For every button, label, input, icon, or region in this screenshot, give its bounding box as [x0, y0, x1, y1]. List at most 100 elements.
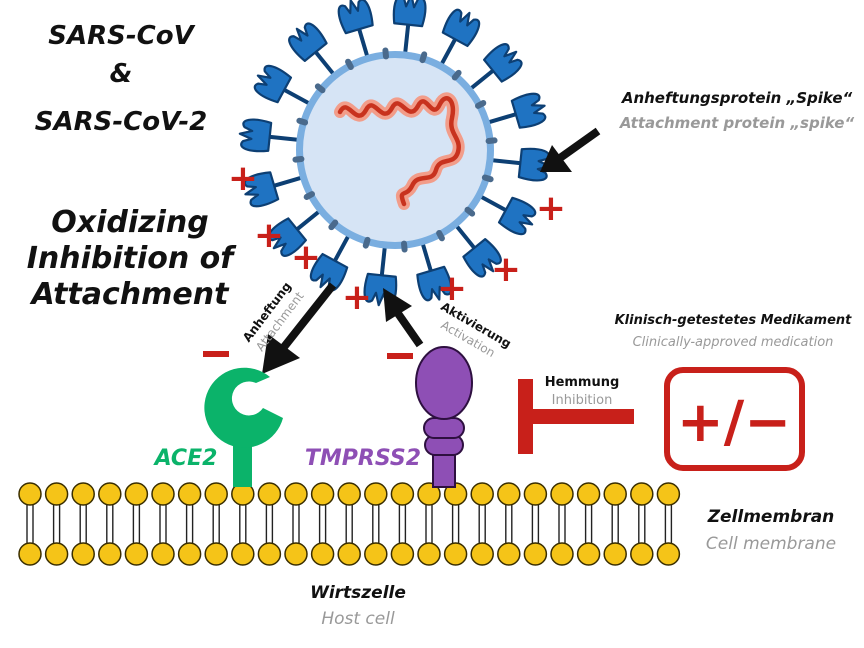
tmprss2-stem — [432, 454, 456, 488]
lipid-head-inner — [284, 523, 308, 566]
ace2-head — [204, 367, 283, 448]
tmprss2-protease — [415, 346, 473, 488]
plus-sign: + — [536, 188, 566, 229]
spike-label: Anheftungsprotein „Spike“ Attachment pro… — [619, 89, 855, 132]
lipid-head-inner — [177, 523, 202, 566]
lipid-head-outer — [417, 482, 441, 525]
tmprss2-head — [415, 346, 473, 420]
membrane-protein — [451, 69, 462, 81]
membrane-protein — [419, 51, 428, 64]
spike-protein — [482, 88, 552, 140]
plus-sign: + — [491, 249, 521, 290]
lipid-head-inner — [497, 523, 521, 566]
spike-label-de: Anheftungsprotein „Spike“ — [621, 89, 853, 107]
plus-sign: + — [291, 237, 321, 278]
title-line-3: SARS-CoV-2 — [35, 107, 207, 137]
tmprss2-label: TMPRSS2 — [305, 446, 421, 471]
plus-sign: + — [254, 215, 284, 256]
membrane-protein — [464, 206, 476, 217]
lipid-head-outer — [523, 482, 548, 525]
lipid-head-inner — [576, 523, 601, 566]
membrane-label-de: Zellmembran — [707, 507, 835, 527]
lipid-head-outer — [71, 482, 95, 525]
spike-label-en: Attachment protein „spike“ — [619, 114, 855, 132]
tmprss2-ring-upper — [423, 417, 465, 439]
lipid-head-inner — [550, 523, 574, 566]
positive-charges: + + + + + + + — [228, 158, 566, 318]
ace2-receptor — [204, 367, 283, 487]
membrane-protein — [328, 219, 339, 231]
lipid-head-inner — [630, 523, 654, 566]
lipid-head-outer — [443, 482, 468, 525]
host-cell-label: Wirtszelle Host cell — [310, 583, 406, 629]
title-line-2: & — [110, 59, 133, 89]
lipid-head-outer — [576, 482, 601, 525]
membrane-protein — [314, 83, 326, 94]
lipid-head-inner — [523, 523, 548, 566]
lipid-head-outer — [364, 482, 388, 525]
host-label-de: Wirtszelle — [310, 583, 406, 603]
membrane-protein — [292, 156, 305, 163]
lipid-head-inner — [18, 523, 42, 566]
membrane-protein — [382, 47, 389, 60]
subtitle-line-3: Attachment — [30, 277, 231, 312]
lipid-head-inner — [656, 523, 681, 566]
lipid-head-inner — [417, 523, 441, 566]
lipid-head-outer — [630, 482, 654, 525]
medication-symbol: +/− — [677, 390, 791, 455]
membrane-label-en: Cell membrane — [706, 534, 836, 554]
medication-label-en: Clinically-approved medication — [633, 335, 834, 350]
lipid-head-inner — [443, 523, 468, 566]
lipid-head-outer — [44, 482, 69, 525]
spike-pointer-arrow — [540, 127, 601, 172]
membrane-protein — [303, 191, 316, 200]
lipid-head-outer — [390, 482, 415, 525]
lipid-head-outer — [18, 482, 42, 525]
lipid-head-inner — [364, 523, 388, 566]
lipid-head-outer — [337, 482, 361, 525]
lipid-head-outer — [603, 482, 627, 525]
lipid-head-outer — [310, 482, 335, 525]
membrane-protein — [401, 240, 408, 253]
lipid-head-inner — [310, 523, 335, 566]
lipid-head-outer — [470, 482, 494, 525]
lipid-head-inner — [257, 523, 282, 566]
membrane-protein — [436, 229, 445, 242]
lipid-head-outer — [98, 482, 122, 525]
host-label-en: Host cell — [321, 609, 395, 629]
lipid-head-outer — [284, 482, 308, 525]
lipid-head-outer — [257, 482, 282, 525]
lipid-head-outer — [177, 482, 202, 525]
lipid-head-inner — [124, 523, 149, 566]
spike-protein — [333, 0, 385, 63]
minus-sign-tmprss2 — [387, 353, 413, 359]
inhibition-bar — [518, 379, 533, 454]
cell-membrane — [18, 482, 681, 566]
lipid-head-inner — [470, 523, 494, 566]
medication-label: Klinisch-getestetes Medikament Clinicall… — [615, 313, 853, 350]
title-line-1: SARS-CoV — [48, 21, 195, 51]
inhibition-label-en: Inhibition — [552, 393, 613, 408]
lipid-head-outer — [656, 482, 681, 525]
attachment-arrow — [262, 282, 337, 374]
plus-sign: + — [342, 277, 372, 318]
inhibition-line — [530, 409, 634, 424]
medication-label-de: Klinisch-getestetes Medikament — [615, 313, 853, 328]
inhibition-label: Hemmung Inhibition — [545, 375, 620, 408]
lipid-head-outer — [151, 482, 175, 525]
lipid-head-inner — [231, 523, 255, 566]
lipid-head-outer — [204, 482, 228, 525]
lipid-head-inner — [44, 523, 69, 566]
lipid-head-inner — [98, 523, 122, 566]
activation-arrow — [383, 288, 424, 348]
membrane-protein — [296, 117, 309, 126]
membrane-protein — [485, 137, 498, 144]
spike-protein — [236, 116, 302, 158]
plus-sign: + — [437, 268, 467, 309]
title-block: SARS-CoV & SARS-CoV-2 — [35, 21, 207, 137]
lipid-head-inner — [151, 523, 175, 566]
plus-sign: + — [228, 158, 258, 199]
membrane-label: Zellmembran Cell membrane — [706, 507, 836, 554]
lipid-head-outer — [231, 482, 255, 525]
